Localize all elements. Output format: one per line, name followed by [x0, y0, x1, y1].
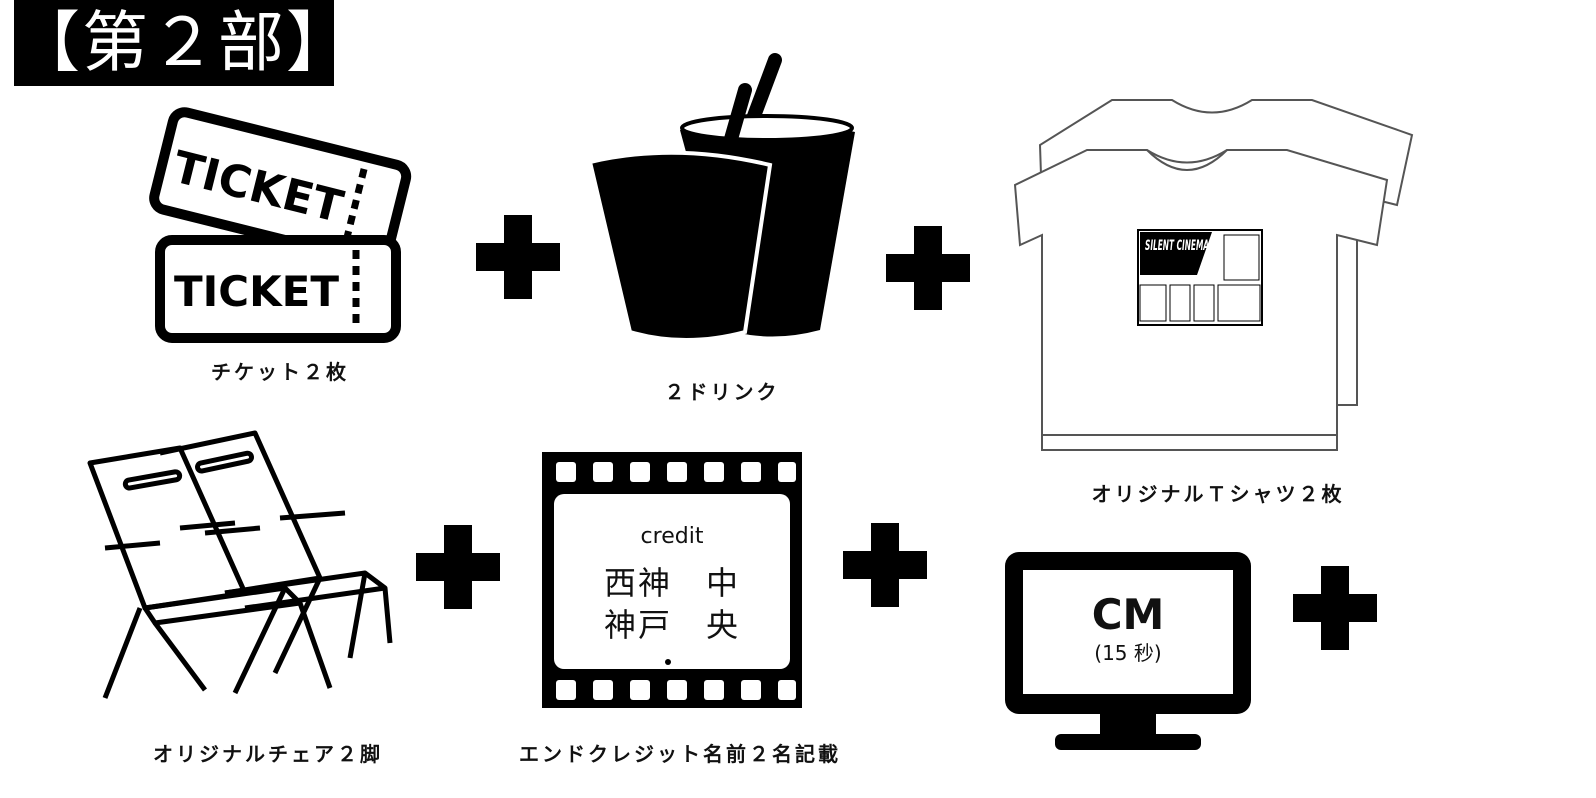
credit-label: credit: [640, 524, 704, 549]
film-strip-icon: credit 西神 中 神戸 央: [542, 452, 802, 708]
caption-tshirts: オリジナルＴシャツ２枚: [1091, 482, 1345, 506]
screen-main-text: CM: [1091, 590, 1165, 639]
ticket-text: TICKET: [174, 267, 339, 316]
plus-icon: [1293, 566, 1377, 650]
plus-icon: [886, 226, 970, 310]
tshirt-print-text: SILENT CINEMA: [1145, 238, 1209, 254]
credit-line-1: 西神 中: [603, 564, 740, 602]
credit-line-2: 神戸 央: [603, 606, 740, 644]
section-title: 【第２部】: [14, 0, 352, 86]
drink-cups-icon: [587, 53, 855, 342]
plus-icon: [476, 215, 560, 299]
ticket-icon: TICKET TICKET: [149, 107, 412, 343]
monitor-icon: [1005, 552, 1251, 750]
caption-chairs: オリジナルチェア２脚: [153, 742, 383, 766]
chair-icon: [87, 430, 393, 699]
caption-drinks: ２ドリンク: [664, 380, 780, 404]
caption-credit: エンドクレジット名前２名記載: [519, 742, 841, 766]
screen-sub-text: (15 秒): [1094, 641, 1162, 665]
plus-icon: [843, 523, 927, 607]
caption-tickets: チケット２枚: [211, 360, 349, 384]
tshirt-icon: SILENT CINEMA: [1013, 99, 1414, 451]
plus-icon: [416, 525, 500, 609]
